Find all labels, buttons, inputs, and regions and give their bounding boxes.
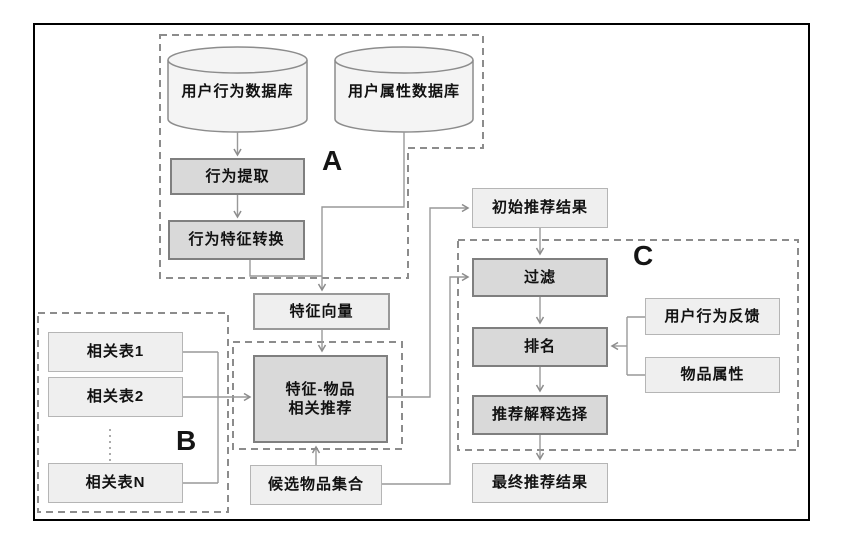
node-final-recommendation-result: 最终推荐结果 [472, 463, 608, 503]
edge-conversion-merge [249, 260, 322, 277]
node-feature-item-recommendation-line1: 特征-物品 [285, 380, 356, 398]
database-icon [334, 46, 474, 74]
group-b-label: B [176, 425, 197, 456]
edge-feature-item-rec-to-initial-result [388, 203, 470, 398]
node-related-table-n: 相关表N [48, 463, 183, 503]
node-related-table-2: 相关表2 [48, 377, 183, 417]
node-candidate-item-set: 候选物品集合 [250, 465, 382, 505]
group-c-label: C [633, 240, 654, 271]
node-behavior-feature-conversion: 行为特征转换 [168, 220, 305, 260]
node-user-behavior-feedback: 用户行为反馈 [645, 298, 780, 335]
node-feature-item-recommendation-line2: 相关推荐 [288, 400, 353, 417]
node-item-attribute: 物品属性 [645, 357, 780, 393]
node-feature-vector: 特征向量 [253, 293, 390, 330]
node-behavior-extraction: 行为提取 [170, 158, 305, 195]
node-user-attribute-db: 用户属性数据库 [347, 82, 460, 100]
group-a-label: A [322, 145, 343, 176]
node-ranking: 排名 [472, 327, 608, 367]
node-filter: 过滤 [472, 258, 608, 297]
node-user-behavior-db: 用户行为数据库 [181, 82, 294, 100]
node-related-table-1: 相关表1 [48, 332, 183, 372]
edge-candidate-set-to-filter [382, 272, 470, 485]
group-b-outline [37, 312, 229, 513]
node-feature-item-recommendation: 特征-物品 相关推荐 [253, 355, 388, 443]
node-initial-recommendation-result: 初始推荐结果 [472, 188, 608, 228]
database-icon [167, 46, 308, 74]
group-middle-outline [232, 341, 403, 450]
group-c-outline [457, 239, 799, 451]
node-recommendation-explanation-selection: 推荐解释选择 [472, 395, 608, 435]
edge-attribute-db-to-feature-vector [317, 132, 405, 292]
group-a-outline [159, 34, 484, 279]
